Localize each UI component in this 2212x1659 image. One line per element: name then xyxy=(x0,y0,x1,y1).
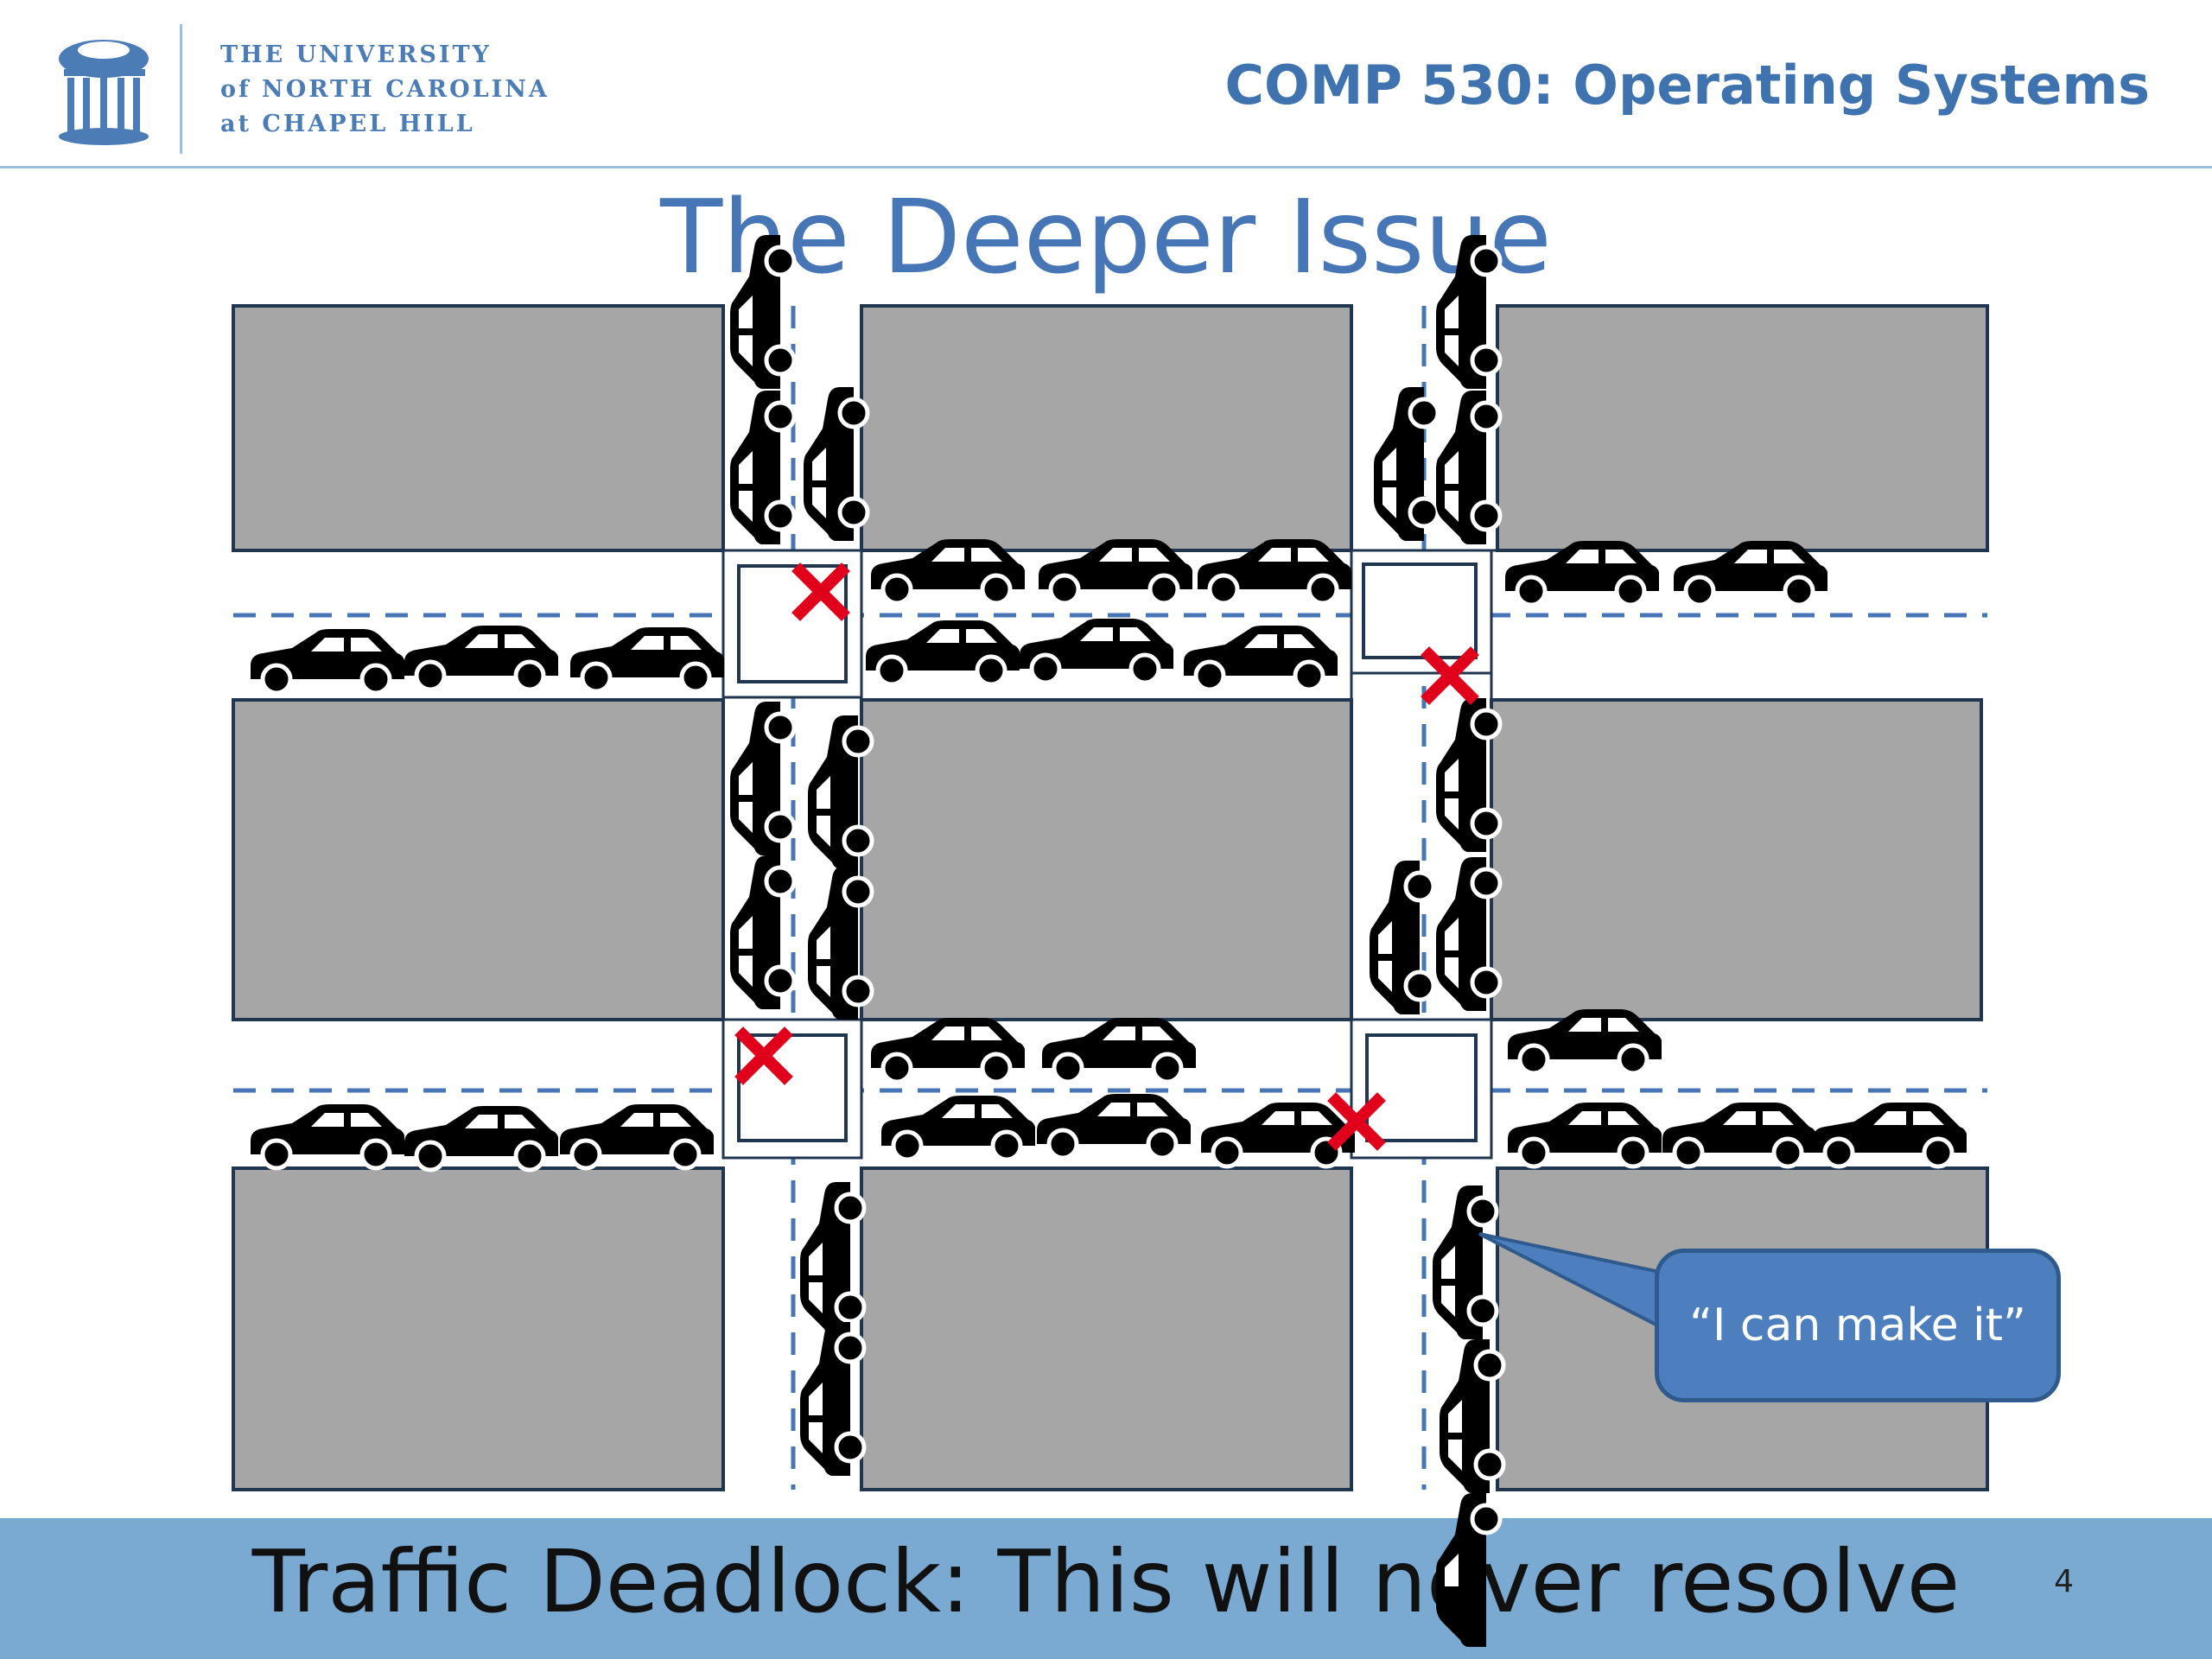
car-icon xyxy=(570,627,724,691)
car-icon xyxy=(1037,1094,1191,1158)
university-name-line-2: of NORTH CAROLINA xyxy=(220,76,550,103)
car-icon xyxy=(871,1018,1025,1082)
page-number: 4 xyxy=(2054,1564,2074,1599)
car-icon xyxy=(1370,861,1433,1014)
car-icon xyxy=(1042,1018,1196,1082)
intersection-inner xyxy=(1362,563,1478,659)
car-icon xyxy=(1440,1339,1503,1493)
car-icon xyxy=(404,626,558,690)
car-icon xyxy=(1020,619,1173,683)
city-block xyxy=(1496,304,1989,552)
car-icon xyxy=(560,1104,714,1168)
car-icon xyxy=(1436,235,1500,389)
slide-title: The Deeper Issue xyxy=(660,177,1552,296)
city-block xyxy=(860,698,1353,1021)
car-icon xyxy=(804,387,868,541)
city-blocks xyxy=(232,304,1989,1491)
footer-bar xyxy=(0,1518,2212,1659)
car-icon xyxy=(1436,391,1500,544)
car-icon xyxy=(800,1182,864,1336)
header-divider xyxy=(0,166,2212,168)
city-block xyxy=(232,1166,725,1491)
car-icon xyxy=(730,391,794,544)
car-icon xyxy=(1201,1103,1355,1166)
car-icon xyxy=(1662,1103,1816,1166)
car-icon xyxy=(251,1104,404,1168)
car-icon xyxy=(1374,387,1438,541)
car-icon xyxy=(800,1322,864,1476)
city-block xyxy=(232,304,725,552)
course-title: COMP 530: Operating Systems xyxy=(1224,54,2150,117)
car-icon xyxy=(730,702,794,855)
car-icon xyxy=(1813,1103,1967,1166)
car-icon xyxy=(866,620,1020,684)
city-block xyxy=(860,1166,1353,1491)
car-icon xyxy=(1433,1185,1497,1339)
logo-divider xyxy=(180,24,182,154)
university-name-line-1: THE UNIVERSITY xyxy=(220,41,492,68)
car-icon xyxy=(730,855,794,1009)
speech-callout: “I can make it” xyxy=(1655,1249,2061,1402)
car-icon xyxy=(730,235,794,389)
car-icon xyxy=(1508,1103,1662,1166)
footer-caption: Traffic Deadlock: This will never resolv… xyxy=(251,1531,1961,1632)
intersection-inner xyxy=(1365,1033,1478,1142)
city-block xyxy=(232,698,725,1021)
city-block xyxy=(1490,698,1983,1021)
old-well-logo-icon xyxy=(59,40,149,145)
slide-header: THE UNIVERSITY of NORTH CAROLINA at CHAP… xyxy=(0,0,2212,168)
car-icon xyxy=(251,629,404,693)
car-icon xyxy=(1184,626,1338,690)
car-icon xyxy=(881,1096,1035,1160)
university-name-line-3: at CHAPEL HILL xyxy=(220,111,475,137)
city-block xyxy=(860,304,1353,552)
car-icon xyxy=(404,1106,558,1170)
